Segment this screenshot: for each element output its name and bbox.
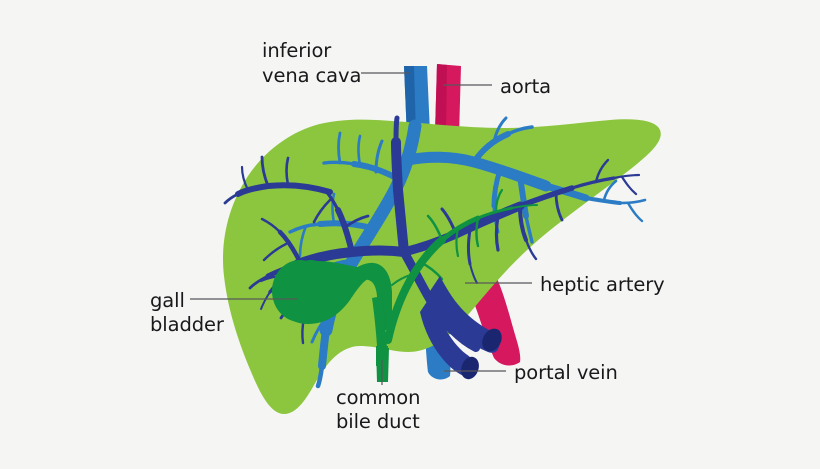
bile-duct-tree — [384, 188, 538, 344]
portal-vein-distal-branches — [420, 276, 502, 380]
inferior-vena-cava-vessel — [404, 66, 430, 137]
portal-vein-cut-end-upper — [482, 328, 502, 352]
aorta-vessel — [435, 64, 461, 136]
label-common-bile-duct-line2: bile duct — [336, 410, 420, 433]
label-inferior-vena-cava-line2: vena cava — [262, 64, 361, 87]
label-portal-vein: portal vein — [514, 361, 618, 384]
label-common-bile-duct-line1: common — [336, 386, 420, 409]
label-gall-bladder-line2: bladder — [150, 313, 225, 336]
common-bile-duct — [372, 296, 389, 382]
portal-vein-cut-end-lower — [461, 356, 479, 380]
label-heptic-artery: heptic artery — [540, 273, 665, 296]
gallbladder — [272, 260, 392, 330]
label-aorta: aorta — [500, 75, 551, 98]
label-inferior-vena-cava-line1: inferior — [262, 39, 332, 62]
label-gall-bladder-line1: gall — [150, 289, 185, 312]
